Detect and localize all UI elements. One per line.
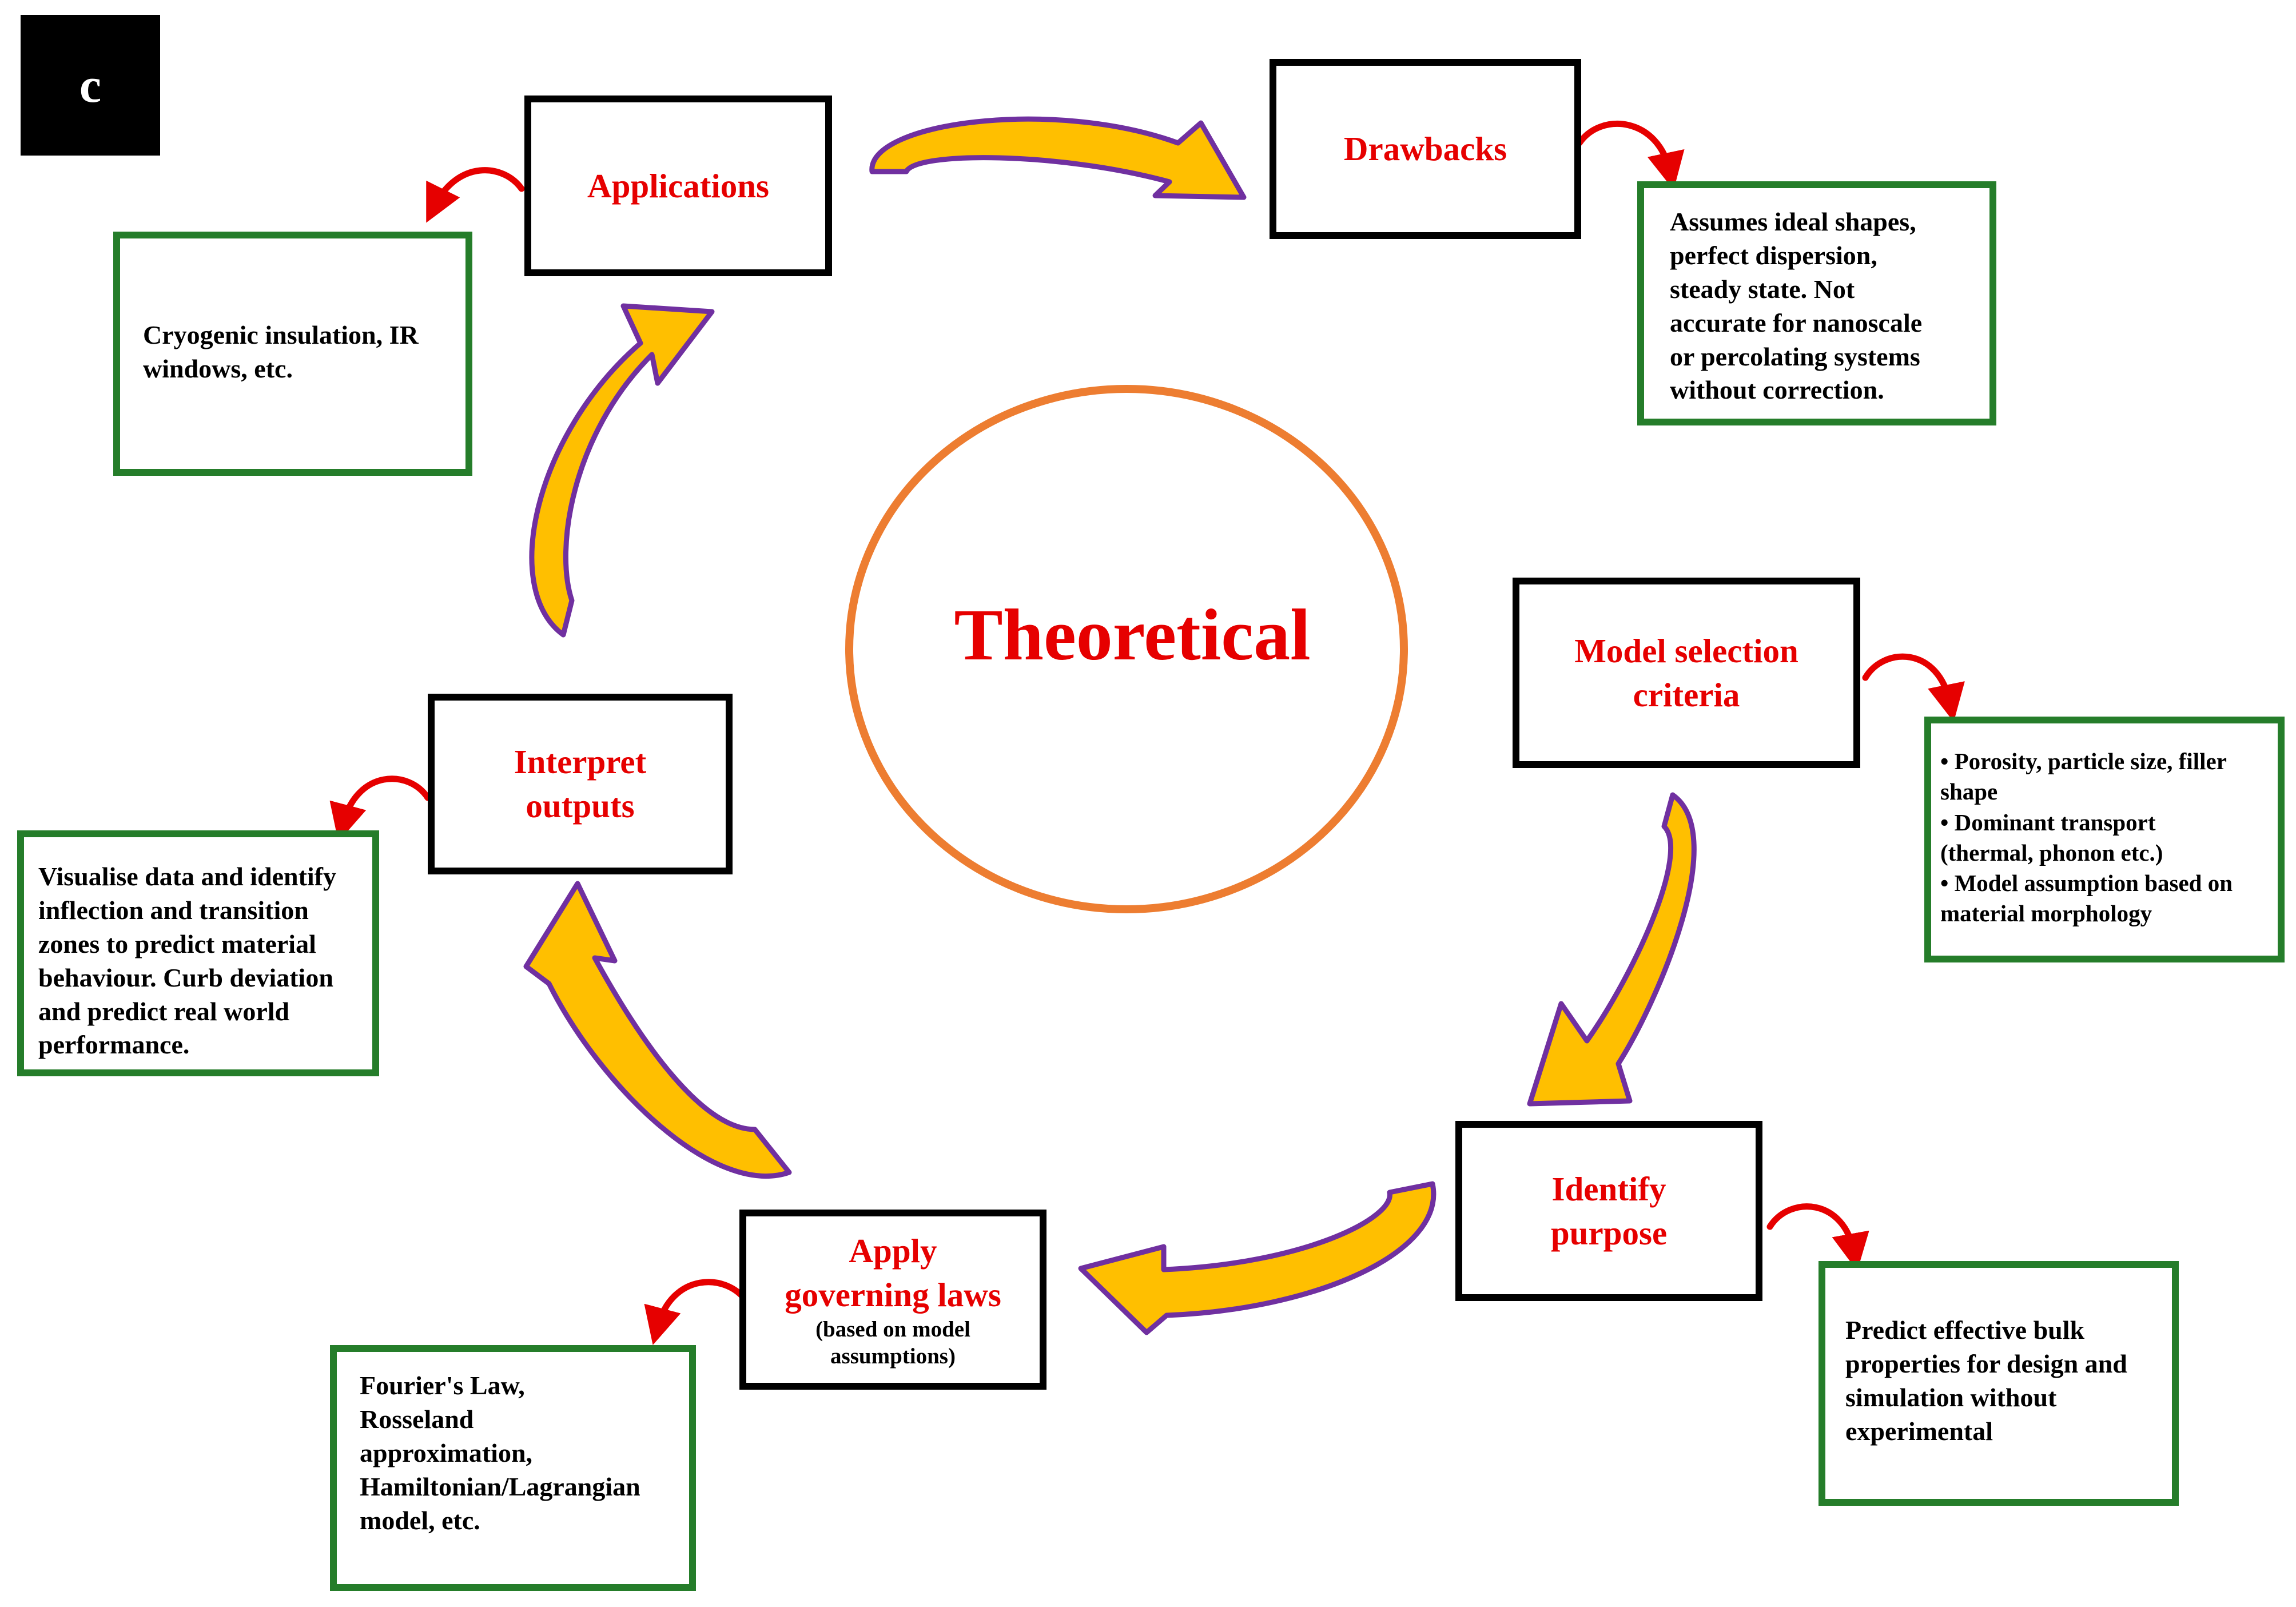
note-drawbacks-line: accurate for nanoscale [1670,308,1923,337]
step-model-selection-line2: criteria [1633,675,1740,714]
note-model-selection-line: • Dominant transport [1940,809,2156,836]
step-identify-purpose-line2: purpose [1550,1214,1668,1252]
note-connectors [329,121,1965,1345]
step-applications-label: Applications [587,166,770,205]
note-interpret-outputs-line: and predict real world [38,996,290,1026]
step-applications: Applications [524,96,832,276]
panel-label: c [21,15,160,156]
note-identify-purpose: Predict effective bulk properties for de… [1819,1261,2179,1506]
center-title: Theoretical [954,594,1311,675]
step-apply-laws: Apply governing laws (based on model ass… [739,1210,1046,1390]
note-applications: Cryogenic insulation, IR windows, etc. [113,232,472,476]
arrow-identify-purpose-to-apply-laws [1078,1181,1437,1335]
connector-model-selection [1862,653,1965,722]
note-model-selection-line: • Porosity, particle size, filler [1940,748,2227,774]
step-identify-purpose-line1: Identify [1551,1170,1666,1208]
note-interpret-outputs-line: zones to predict material [38,929,316,958]
step-drawbacks: Drawbacks [1270,59,1581,239]
note-model-selection-line: material morphology [1940,900,2152,927]
step-interpret-outputs-line1: Interpret [514,743,647,781]
connector-applications [426,167,525,223]
note-interpret-outputs-line: performance. [38,1030,190,1060]
note-interpret-outputs-line: Visualise data and identify [38,862,337,891]
note-applications-line: Cryogenic insulation, IR [143,320,419,349]
note-interpret-outputs-line: behaviour. Curb deviation [38,962,333,992]
note-interpret-outputs: Visualise data and identify inflection a… [17,830,379,1076]
note-drawbacks-line: Assumes ideal shapes, [1670,207,1916,236]
step-drawbacks-label: Drawbacks [1343,130,1507,168]
note-model-selection: • Porosity, particle size, filler shape … [1924,717,2285,962]
arrow-applications-to-drawbacks [869,116,1247,200]
note-identify-purpose-line: Predict effective bulk [1845,1315,2085,1345]
arrow-interpret-outputs-to-applications [529,303,715,638]
note-apply-laws: Fourier's Law, Rosseland approximation, … [330,1345,696,1591]
note-drawbacks-line: without correction. [1670,375,1884,405]
note-drawbacks-line: perfect dispersion, [1670,240,1877,270]
note-model-selection-line: shape [1940,778,1998,805]
note-apply-laws-line: model, etc. [360,1505,480,1535]
note-drawbacks: Assumes ideal shapes, perfect dispersion… [1637,181,1996,425]
note-apply-laws-line: Hamiltonian/Lagrangian [360,1471,640,1501]
step-identify-purpose: Identify purpose [1455,1121,1762,1301]
step-model-selection-line1: Model selection [1574,631,1798,670]
note-apply-laws-line: Fourier's Law, [360,1371,525,1400]
note-apply-laws-line: approximation, [360,1438,533,1467]
center-circle [845,385,1408,913]
step-model-selection: Model selection criteria [1513,578,1860,768]
cycle-arrows [523,116,1697,1335]
step-apply-laws-line2: governing laws [785,1275,1001,1314]
connector-drawbacks [1576,121,1685,190]
note-model-selection-line: • Model assumption based on [1940,870,2233,897]
note-drawbacks-line: steady state. Not [1670,274,1855,304]
arrow-apply-laws-to-interpret-outputs [523,881,792,1179]
connector-interpret-outputs [329,775,431,842]
step-interpret-outputs: Interpret outputs [428,694,733,874]
step-apply-laws-sub1: (based on model [815,1317,970,1342]
note-identify-purpose-line: experimental [1845,1416,1993,1446]
step-apply-laws-sub2: assumptions) [830,1344,956,1369]
connector-apply-laws [644,1279,750,1345]
note-model-selection-line: (thermal, phonon etc.) [1940,839,2163,866]
note-drawbacks-line: or percolating systems [1670,341,1920,371]
connector-identify-purpose [1766,1203,1869,1271]
step-apply-laws-line1: Apply [849,1232,937,1270]
note-apply-laws-line: Rosseland [360,1404,474,1434]
note-interpret-outputs-line: inflection and transition [38,895,309,925]
arrow-model-selection-to-identify-purpose [1527,792,1697,1107]
note-identify-purpose-line: simulation without [1845,1382,2057,1412]
step-interpret-outputs-line2: outputs [526,787,635,825]
note-identify-purpose-line: properties for design and [1845,1349,2127,1378]
note-applications-line: windows, etc. [143,353,293,383]
